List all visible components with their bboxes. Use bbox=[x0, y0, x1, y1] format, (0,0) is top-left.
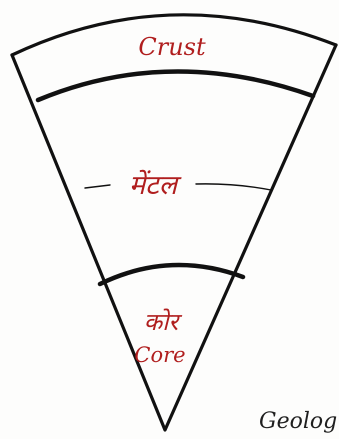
mantle-midline-left bbox=[85, 185, 110, 188]
mantle-midline-right bbox=[196, 184, 271, 190]
wedge-outer-boundary bbox=[12, 45, 336, 430]
core-label-hindi: कोर bbox=[144, 308, 183, 336]
crust-mantle-boundary bbox=[38, 71, 313, 100]
footer-handwriting: Geolog bbox=[259, 409, 337, 434]
mantle-label: मेंटल bbox=[129, 169, 182, 201]
crust-label: Crust bbox=[138, 33, 206, 61]
core-label-english: Core bbox=[134, 343, 185, 367]
mantle-core-boundary bbox=[100, 265, 243, 284]
